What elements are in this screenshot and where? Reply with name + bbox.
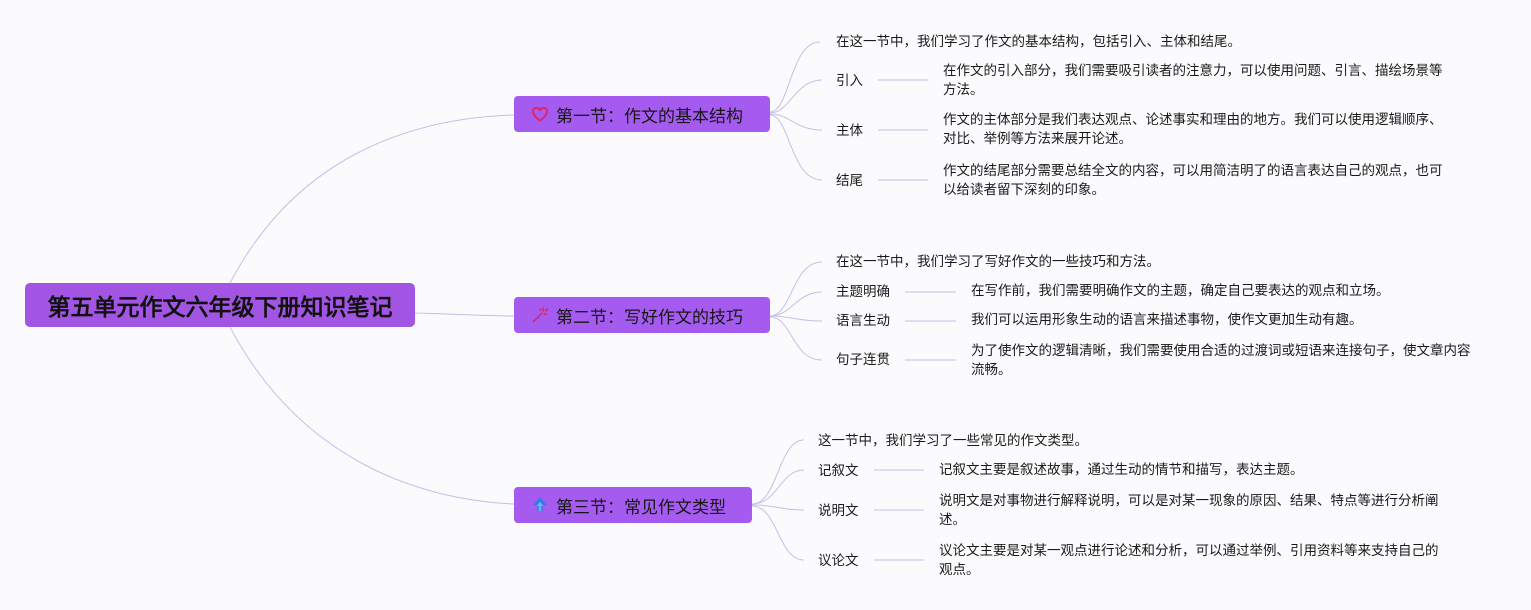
s1-branch-1 bbox=[769, 79, 823, 114]
s1-branch-3 bbox=[769, 114, 823, 181]
section-1-item-2-label[interactable]: 主体 bbox=[836, 123, 863, 139]
root-node[interactable]: 第五单元作文六年级下册知识笔记 bbox=[25, 283, 415, 327]
section-2-summary[interactable]: 在这一节中，我们学习了写好作文的一些技巧和方法。 bbox=[836, 254, 1160, 270]
s3-branch-summary bbox=[751, 439, 805, 505]
section-2-item-1-desc[interactable]: 在写作前，我们需要明确作文的主题，确定自己要表达的观点和立场。 bbox=[971, 283, 1390, 299]
root-to-section-1-line bbox=[229, 114, 515, 284]
section-2-item-3-desc[interactable]: 为了使作文的逻辑清晰，我们需要使用合适的过渡词或短语来连接句子，使文章内容流畅。 bbox=[971, 343, 1471, 378]
section-3-node[interactable]: 第三节：常见作文类型 bbox=[514, 487, 752, 523]
section-1-summary[interactable]: 在这一节中，我们学习了作文的基本结构，包括引入、主体和结尾。 bbox=[836, 34, 1241, 50]
s3-branch-1 bbox=[751, 469, 805, 505]
magic-wand-icon bbox=[530, 305, 550, 325]
section-2-item-1-label[interactable]: 主题明确 bbox=[836, 284, 890, 300]
root-title: 第五单元作文六年级下册知识笔记 bbox=[47, 295, 393, 321]
section-1-item-1-desc[interactable]: 在作文的引入部分，我们需要吸引读者的注意力，可以使用问题、引言、描绘场景等方法。 bbox=[943, 63, 1443, 98]
s1-branch-summary bbox=[769, 41, 821, 113]
s3-branch-3 bbox=[751, 505, 805, 561]
section-2-item-2-desc[interactable]: 我们可以运用形象生动的语言来描述事物，使作文更加生动有趣。 bbox=[971, 312, 1363, 328]
root-to-section-3-line bbox=[229, 326, 515, 505]
section-1-item-3-desc[interactable]: 作文的结尾部分需要总结全文的内容，可以用简洁明了的语言表达自己的观点，也可以给读… bbox=[943, 163, 1443, 198]
s2-branch-3 bbox=[769, 316, 823, 361]
section-3-item-2-label[interactable]: 说明文 bbox=[818, 503, 859, 519]
section-1-item-1-label[interactable]: 引入 bbox=[836, 73, 863, 89]
section-3-item-1-desc[interactable]: 记叙文主要是叙述故事，通过生动的情节和描写，表达主题。 bbox=[939, 462, 1304, 478]
section-3-item-3-label[interactable]: 议论文 bbox=[818, 553, 859, 569]
s2-branch-1 bbox=[769, 291, 823, 317]
section-2-title: 第二节：写好作文的技巧 bbox=[556, 307, 743, 328]
s2-branch-2 bbox=[769, 315, 823, 322]
section-3-item-1-label[interactable]: 记叙文 bbox=[818, 463, 859, 479]
heart-icon bbox=[530, 104, 550, 124]
root-to-section-2-line bbox=[413, 312, 515, 317]
section-1-item-2-desc[interactable]: 作文的主体部分是我们表达观点、论述事实和理由的地方。我们可以使用逻辑顺序、对比、… bbox=[943, 112, 1443, 147]
section-3-title: 第三节：常见作文类型 bbox=[556, 497, 726, 518]
s2-branch-summary bbox=[769, 261, 823, 317]
section-2-item-3-label[interactable]: 句子连贯 bbox=[836, 352, 890, 368]
section-2-item-2-label[interactable]: 语言生动 bbox=[836, 313, 890, 329]
section-3-item-3-desc[interactable]: 议论文主要是对某一观点进行论述和分析，可以通过举例、引用资料等来支持自己的观点。 bbox=[939, 543, 1439, 578]
section-2-node[interactable]: 第二节：写好作文的技巧 bbox=[514, 297, 770, 333]
section-1-node[interactable]: 第一节：作文的基本结构 bbox=[514, 96, 770, 132]
section-3-summary[interactable]: 这一节中，我们学习了一些常见的作文类型。 bbox=[818, 433, 1088, 449]
section-3-item-2-desc[interactable]: 说明文是对事物进行解释说明，可以是对某一现象的原因、结果、特点等进行分析阐述。 bbox=[939, 493, 1439, 528]
s1-branch-2 bbox=[769, 113, 823, 131]
section-1-item-3-label[interactable]: 结尾 bbox=[836, 173, 863, 189]
s3-branch-2 bbox=[751, 504, 805, 511]
cloud-upload-icon bbox=[530, 495, 550, 515]
section-1-title: 第一节：作文的基本结构 bbox=[556, 106, 743, 127]
